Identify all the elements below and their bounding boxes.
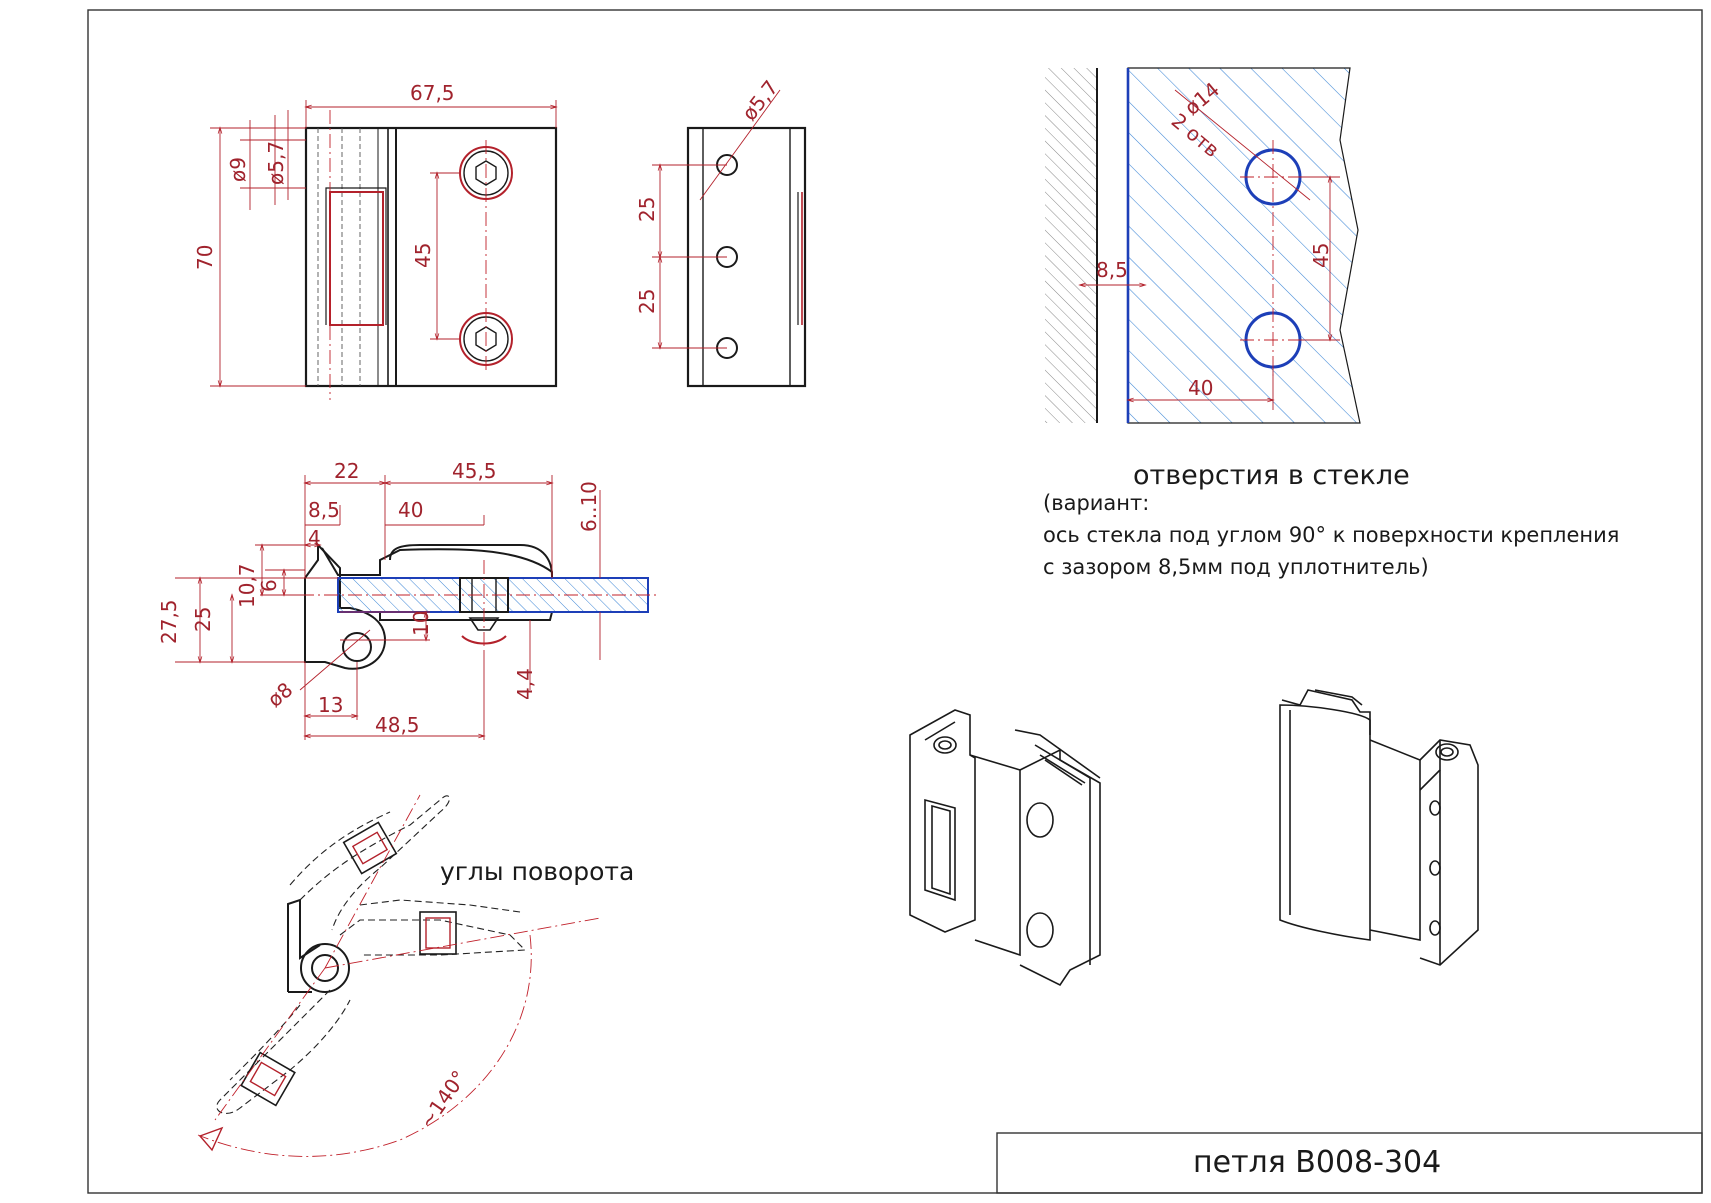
dim-glass-40: 40 [1188,376,1213,400]
dim-sec-610: 6..10 [577,481,601,532]
dim-sec-85: 8,5 [308,498,340,522]
dim-glass-85: 8,5 [1096,258,1128,282]
dim-sec-40: 40 [398,498,423,522]
isometric-view-front [909,709,1101,987]
isometric-view-back [1279,689,1479,966]
title-block [996,1132,1703,1194]
dim-side-25b: 25 [635,289,659,314]
dim-glass-45: 45 [1309,243,1333,268]
dim-sec-25: 25 [191,607,215,632]
dim-sec-107: 10,7 [235,563,259,608]
rotation-label: углы поворота [440,857,634,886]
dim-sec-275: 27,5 [157,599,181,644]
rotation-hardware-low [240,1051,296,1107]
dim-sec-13: 13 [318,693,343,717]
rotation-hardware-top [342,821,398,875]
dim-sec-4: 4 [308,526,321,550]
dim-side-25a: 25 [635,197,659,222]
dim-rotation-angle: ~140° [414,1066,471,1133]
dim-front-d9: ø9 [226,157,250,182]
sheet-frame [87,9,1703,1194]
dim-front-holes: 45 [411,243,435,268]
rotation-hardware-mid [419,911,457,955]
dim-sec-455: 45,5 [452,459,497,483]
rotation-view [197,794,601,1157]
title-block-text: петля В008-304 [1193,1145,1441,1180]
dim-sec-6: 6 [257,579,281,592]
notes-line-1: (вариант: [1043,491,1149,515]
section-view [175,475,660,740]
dim-sec-485: 48,5 [375,713,420,737]
dim-sec-22: 22 [334,459,359,483]
dim-sec-10: 10 [409,611,433,636]
notes-line-2: ось стекла под углом 90° к поверхности к… [1043,523,1619,547]
side-view [652,89,807,388]
dim-front-width: 67,5 [410,81,455,105]
notes-line-3: с зазором 8,5мм под уплотнитель) [1043,555,1429,579]
dim-side-d57: ø5,7 [737,76,783,125]
glass-holes-view [1045,67,1361,424]
dim-sec-d8: ø8 [263,677,298,711]
notes-heading: отверстия в стекле [1133,460,1410,491]
dim-front-height: 70 [193,245,217,270]
dim-front-d57: ø5,7 [264,141,288,185]
front-view [210,100,556,400]
dim-sec-44: 4,4 [513,668,537,700]
